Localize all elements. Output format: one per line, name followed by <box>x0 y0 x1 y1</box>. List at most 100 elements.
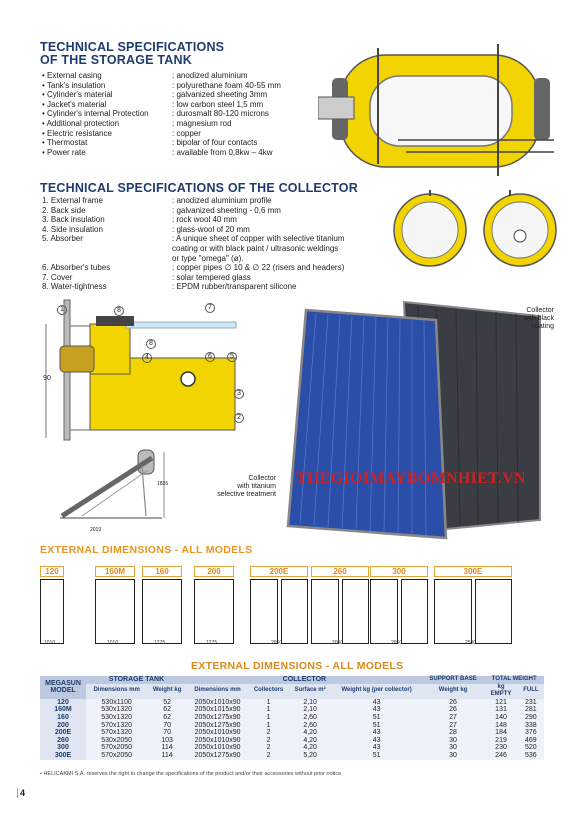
page-number: 4 <box>17 788 25 798</box>
model-width: 1275 <box>206 640 218 646</box>
table-cell: 2050x1010x90 <box>186 736 249 745</box>
table-cell: 530x1320 <box>86 713 148 722</box>
stand-diagram <box>60 449 165 519</box>
spec-row: 2. Back side : galvanized sheeting - 0,6 … <box>42 206 345 216</box>
tank-specs-list: • External casing : anodized aluminium • T… <box>42 71 281 157</box>
table-cell: 2,60 <box>288 713 332 722</box>
spec-value: : low carbon steel 1,5 mm <box>172 99 264 109</box>
model-drawing: 300E 2580 <box>434 566 512 646</box>
spec-row: or type "omega" (ø). <box>42 254 345 264</box>
spec-row: coating or with black paint / ultrasonic… <box>42 244 345 254</box>
spec-row: • Jacket's material: low carbon steel 1,… <box>42 100 281 110</box>
spec-key <box>42 244 172 254</box>
table-cell: 30 <box>421 751 485 760</box>
collector-panel <box>280 579 308 644</box>
callout-2: 2 <box>234 413 244 423</box>
table-cell: 2,60 <box>288 721 332 730</box>
table-cell: 520 <box>517 744 544 752</box>
collector-panel <box>194 579 234 644</box>
col-full: FULL <box>517 683 544 699</box>
model-width: 2580 <box>465 640 477 646</box>
table-cell: 2050x1275x90 <box>186 751 249 760</box>
table-cell: 51 <box>331 713 422 722</box>
table-cell: 43 <box>331 698 422 707</box>
tank-end-views <box>393 190 557 267</box>
table-cell: 62 <box>147 706 187 714</box>
spec-value: or type "omega" (ø). <box>172 253 244 263</box>
spec-key: • Cylinder's material <box>42 90 113 100</box>
collector-panel <box>311 579 339 644</box>
table-cell: 2 <box>248 736 289 745</box>
callout-3: 3 <box>234 389 244 399</box>
model-width: 2050 <box>332 640 344 646</box>
table-cell: 2050x1275x90 <box>186 713 249 722</box>
col-tank-dimensions: Dimensions mm <box>86 683 148 699</box>
spec-value: : anodized aluminium profile <box>172 196 272 205</box>
spec-key: • Additional protection <box>42 118 120 128</box>
spec-row: • Power rate: available from 0,8kw – 4kw <box>42 148 281 158</box>
spec-value: : copper pipes ∅ 10 & ∅ 22 (risers and h… <box>172 263 345 273</box>
col-model: MEGASUN MODEL <box>40 676 86 699</box>
table-cell: 570x1320 <box>86 721 148 730</box>
table-cell: 27 <box>421 713 485 722</box>
tank-title-line1: TECHNICAL SPECIFICATIONS <box>40 40 225 54</box>
model-label: 200 <box>194 566 234 577</box>
spec-row: 6. Absorber's tubes : copper pipes ∅ 10 &… <box>42 263 345 273</box>
table-cell: 530x1320 <box>86 706 148 714</box>
spec-key: • External casing <box>42 71 102 80</box>
table-cell: 30 <box>421 744 485 752</box>
callout-4: 4 <box>142 353 152 363</box>
table-cell: 530x1100 <box>86 698 148 707</box>
spec-row: • Thermostat: bipolar of four contacts <box>42 138 281 148</box>
model-label: 160 <box>142 566 182 577</box>
table-cell: 52 <box>147 698 187 707</box>
spec-value: : anodized aluminium <box>172 71 248 80</box>
spec-value: : magnesium rod <box>172 118 232 128</box>
model-width: 1010 <box>107 640 119 646</box>
spec-value: : galvanized sheeting - 0,6 mm <box>172 205 281 215</box>
col-storage-tank: STORAGE TANK <box>86 676 187 684</box>
collector-specs-list: 1. External frame : anodized aluminium pr… <box>42 196 345 292</box>
spec-key: 6. Absorber's tubes <box>42 263 111 273</box>
spec-value: : durosmalt 80-120 microns <box>172 109 269 119</box>
table-cell: 530x2050 <box>86 736 148 745</box>
col-collector-dimensions: Dimensions mm <box>186 683 249 699</box>
collector-panel <box>370 579 398 644</box>
spec-key: 3. Back insulation <box>42 215 105 225</box>
table-cell: 2 <box>248 751 289 760</box>
table-cell: 300 <box>40 744 86 752</box>
col-support-base: SUPPORT BASE <box>421 676 485 684</box>
col-surface: Surface m² <box>288 683 332 699</box>
spec-value: coating or with black paint / ultrasonic… <box>172 243 339 253</box>
tank-title-line2: OF THE STORAGE TANK <box>40 53 192 67</box>
table-cell: 2050x1010x90 <box>186 729 249 737</box>
model-label: 120 <box>40 566 64 577</box>
table-cell: 260 <box>40 736 86 745</box>
table-title: EXTERNAL DIMENSIONS - ALL MODELS <box>191 660 404 672</box>
table-cell: 290 <box>517 713 544 722</box>
tank-illustration <box>318 44 554 176</box>
collector-panel <box>400 579 428 644</box>
height-label: 90 <box>43 375 51 382</box>
col-kg: kg <box>497 683 505 690</box>
spec-row: 4. Side insulation: glass-wool of 20 mm <box>42 225 345 235</box>
callout-1: 1 <box>57 305 67 315</box>
spec-value: : galvanized sheeting 3mm <box>172 90 268 100</box>
caption-black: Collector with black coating <box>523 307 554 330</box>
spec-key: 2. Back side <box>42 205 86 215</box>
table-cell: 103 <box>147 736 187 745</box>
stand-height: 1826 <box>157 481 169 487</box>
model-label: 300E <box>434 566 512 577</box>
spec-key: 1. External frame <box>42 196 103 205</box>
table-cell: 114 <box>147 744 187 752</box>
spec-row: • Additional protection : magnesium rod <box>42 119 281 129</box>
spec-value: : rock wool 40 mm <box>172 215 237 225</box>
table-cell: 1 <box>248 698 289 707</box>
